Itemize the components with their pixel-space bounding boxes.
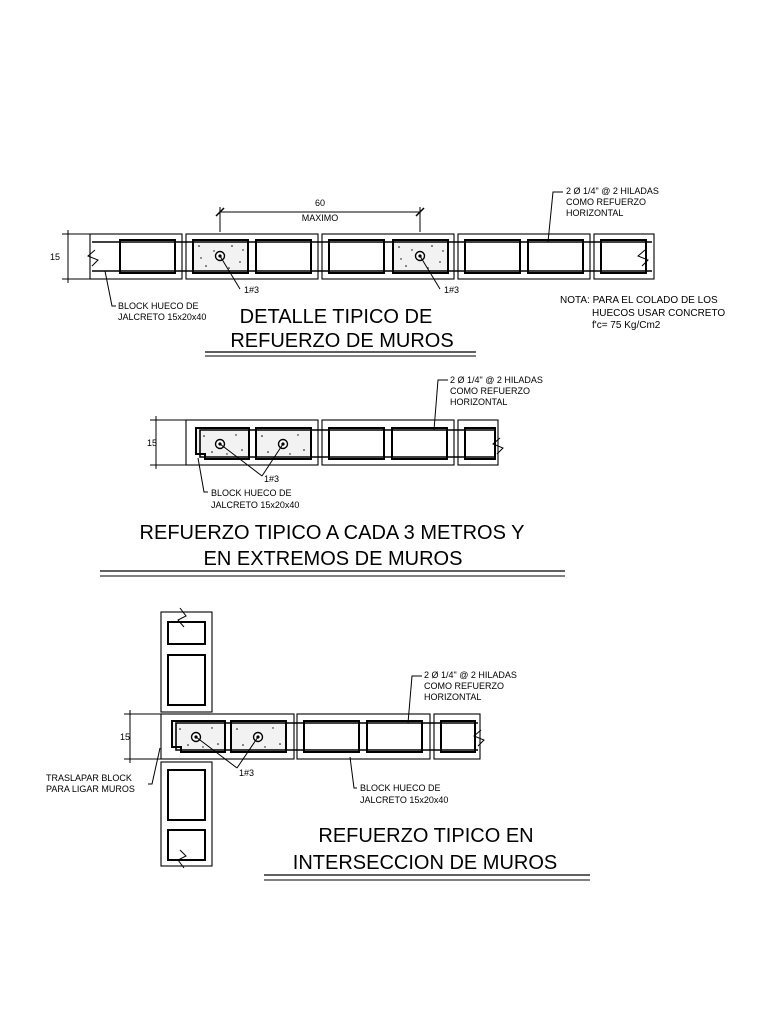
- block-note-line-1: BLOCK HUECO DE: [211, 488, 292, 498]
- block-note-line-2: JALCRETO 15x20x40: [118, 312, 206, 322]
- bar-label: 1#3: [239, 768, 254, 778]
- leader-line: [197, 457, 208, 493]
- block-note-line-2: JALCRETO 15x20x40: [211, 500, 299, 510]
- hollow-cell: [391, 427, 448, 460]
- detail-title-line-2: EN EXTREMOS DE MUROS: [204, 548, 463, 570]
- hollow-cell: [464, 239, 521, 274]
- break-mark: [473, 729, 485, 747]
- detail-title-line-1: REFUERZO TIPICO A CADA 3 METROS Y: [140, 522, 525, 544]
- leader-line: [219, 443, 284, 477]
- dimension-value: 60: [315, 198, 325, 208]
- break-mark: [177, 607, 187, 628]
- leader-line: [219, 255, 241, 290]
- break-mark: [177, 849, 187, 869]
- hollow-cell: [119, 239, 176, 274]
- hollow-cell: [527, 239, 584, 274]
- leader-line: [195, 736, 259, 769]
- wall-3: [160, 607, 485, 869]
- leader-line: [407, 675, 422, 724]
- rebar-note-line-2: COMO REFUERZO: [424, 681, 504, 691]
- bar-label: 1#3: [444, 285, 459, 295]
- height-dimension: 15: [120, 710, 161, 763]
- note-line-1: NOTA: PARA EL COLADO DE LOS: [560, 295, 718, 306]
- hollow-cell: [167, 829, 206, 861]
- detail-3: 15 2 Ø 1/4" @ 2 HILADAS COMO REFUERZO HO…: [46, 607, 590, 881]
- grout-texture: [198, 245, 444, 269]
- leader-line: [433, 379, 448, 431]
- block-note-line-2: JALCRETO 15x20x40: [360, 795, 448, 805]
- wall-2: [185, 419, 504, 466]
- spacing-dimension: 60 MAXIMO: [215, 198, 425, 232]
- detail-title-line-2: INTERSECCION DE MUROS: [293, 852, 557, 874]
- height-value: 15: [120, 732, 130, 742]
- rebar-note-line-1: 2 Ø 1/4" @ 2 HILADAS: [450, 375, 543, 385]
- lap-note-line-2: PARA LIGAR MUROS: [46, 784, 135, 794]
- leader-line: [547, 191, 563, 243]
- hollow-cell: [328, 239, 385, 274]
- height-dimension: 15: [147, 416, 186, 469]
- hollow-cell: [464, 427, 496, 460]
- height-dimension: 15: [50, 230, 90, 283]
- break-mark: [637, 249, 649, 267]
- rebar-note-line-2: COMO REFUERZO: [566, 197, 646, 207]
- rebar-note-line-2: COMO REFUERZO: [450, 386, 530, 396]
- note-line-3: f'c= 75 Kg/Cm2: [592, 320, 661, 331]
- rebar-note-line-3: HORIZONTAL: [566, 208, 623, 218]
- leader-line: [419, 255, 441, 290]
- leader-line: [349, 756, 357, 789]
- horizontal-rebar: [199, 429, 496, 458]
- rebar-note-line-1: 2 Ø 1/4" @ 2 HILADAS: [566, 186, 659, 196]
- grout-texture: [179, 727, 281, 748]
- grout-texture: [203, 434, 305, 455]
- detail-title-line-1: DETALLE TIPICO DE: [240, 306, 433, 328]
- detail-title-line-2: REFUERZO DE MUROS: [230, 330, 453, 352]
- detail-2: 15 2 Ø 1/4" @ 2 HILADAS COMO REFUERZO HO…: [100, 375, 565, 577]
- height-value: 15: [50, 252, 60, 262]
- rebar-note-line-1: 2 Ø 1/4" @ 2 HILADAS: [424, 670, 517, 680]
- leader-line: [148, 747, 161, 785]
- height-value: 15: [147, 438, 157, 448]
- hollow-cell: [167, 621, 206, 645]
- hollow-cell: [440, 720, 476, 753]
- hollow-cell: [366, 720, 423, 753]
- bar-label: 1#3: [244, 285, 259, 295]
- detail-1: 60 MAXIMO 15 2 Ø 1/4" @ 2 HILADAS COMO R…: [50, 186, 725, 357]
- rebar-note-line-3: HORIZONTAL: [424, 692, 481, 702]
- hollow-cell: [167, 769, 206, 821]
- hollow-cell: [255, 239, 312, 274]
- dimension-label: MAXIMO: [302, 213, 339, 223]
- rebar-note-line-3: HORIZONTAL: [450, 397, 507, 407]
- bar-label: 1#3: [264, 474, 279, 484]
- hollow-cell: [328, 427, 385, 460]
- horizontal-rebar: [175, 722, 478, 751]
- hollow-cell: [303, 720, 360, 753]
- break-mark: [492, 437, 504, 455]
- detail-title-line-1: REFUERZO TIPICO EN: [318, 825, 533, 847]
- note-line-2: HUECOS USAR CONCRETO: [592, 308, 725, 319]
- block-note-line-1: BLOCK HUECO DE: [360, 783, 441, 793]
- hollow-cell: [167, 654, 206, 706]
- leader-line: [104, 270, 116, 307]
- block-note-line-1: BLOCK HUECO DE: [118, 301, 199, 311]
- wall-1: [87, 233, 655, 280]
- lap-note-line-1: TRASLAPAR BLOCK: [46, 773, 132, 783]
- break-mark: [87, 249, 99, 267]
